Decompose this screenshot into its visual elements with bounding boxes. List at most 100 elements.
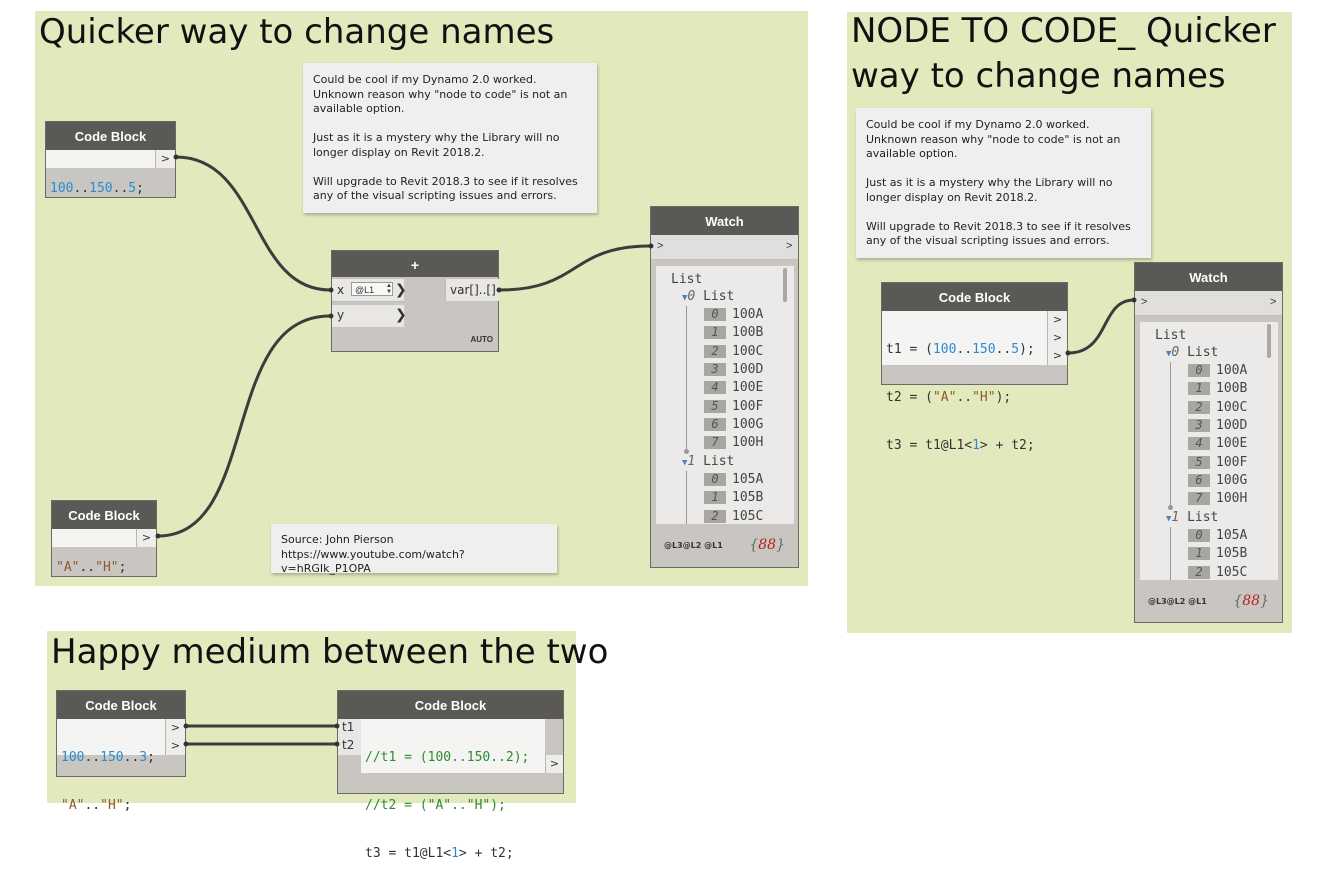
input-label-t2: t2: [342, 738, 355, 752]
output-port[interactable]: >: [545, 755, 563, 773]
code-operator: ..: [123, 750, 140, 765]
lacing-level-field[interactable]: @L1: [351, 282, 393, 296]
output-port[interactable]: >: [1047, 311, 1067, 329]
input-port-t2[interactable]: [338, 737, 361, 755]
note-comment[interactable]: Could be cool if my Dynamo 2.0 worked. U…: [303, 63, 597, 213]
list-levels: @L3@L2 @L1: [1148, 597, 1207, 606]
item-value: 100G: [732, 416, 764, 432]
output-port[interactable]: >: [786, 240, 793, 252]
code-block-node-ranges[interactable]: Code Block 100..150..3; "A".."H"; > >: [56, 690, 186, 813]
code-block-node-range-letters[interactable]: Code Block "A".."H"; >: [51, 500, 157, 577]
item-value: 100B: [732, 325, 764, 341]
item-value: 100C: [1216, 399, 1248, 415]
collapse-triangle-icon[interactable]: ▼: [682, 293, 688, 303]
code-line: "A".."H";: [52, 559, 136, 577]
tree-node-sublist[interactable]: ▼1 List: [682, 454, 734, 470]
code-number: 150: [89, 181, 113, 196]
sublist-label: List: [1187, 510, 1219, 525]
code-number: 5: [128, 181, 137, 196]
item-value: 100B: [1216, 381, 1248, 397]
code-text: > + t2;: [458, 846, 514, 861]
input-port-y[interactable]: [332, 305, 404, 327]
note-paragraph: Just as it is a mystery why the Library …: [313, 131, 560, 159]
output-port[interactable]: >: [165, 737, 185, 755]
item-index: 1: [704, 326, 726, 340]
tree-guide-line: [1170, 527, 1171, 580]
item-index: 1: [1188, 382, 1210, 396]
code-block-node-range-numbers[interactable]: Code Block 100..150..5; >: [45, 121, 176, 198]
list-item: 1 100B: [1188, 381, 1247, 397]
chevron-right-icon: ❯: [395, 281, 407, 297]
code-block-node-to-code[interactable]: Code Block t1 = (100..150..5); t2 = ("A"…: [881, 282, 1068, 453]
add-node[interactable]: + x @L1 ▲▼ ❯ y ❯ var[]..[] AUTO: [331, 250, 499, 352]
item-index: 0: [1188, 529, 1210, 542]
output-port[interactable]: >: [1047, 347, 1067, 365]
collapse-triangle-icon[interactable]: ▼: [682, 458, 688, 468]
item-value: 100C: [732, 343, 764, 359]
output-port[interactable]: >: [165, 719, 185, 737]
node-title[interactable]: Code Block: [338, 691, 563, 719]
item-value: 105C: [1216, 564, 1248, 580]
node-title[interactable]: Code Block: [57, 691, 185, 719]
code-block-node-with-inputs[interactable]: Code Block t1 t2 //t1 = (100..150..2); /…: [337, 690, 564, 861]
code-number: 3: [139, 750, 148, 765]
level-spinner-icon[interactable]: ▲▼: [386, 283, 392, 295]
code-editor[interactable]: "A".."H";: [52, 529, 136, 575]
item-value: 100F: [1216, 454, 1248, 470]
input-port[interactable]: >: [1141, 296, 1148, 308]
source-note[interactable]: Source: John Pierson https://www.youtube…: [271, 524, 557, 575]
node-title[interactable]: +: [332, 251, 498, 277]
input-port[interactable]: >: [657, 240, 664, 252]
group-title: NODE TO CODE_ Quicker way to change name…: [851, 11, 1276, 96]
output-port[interactable]: >: [1047, 329, 1067, 347]
scrollbar[interactable]: [783, 268, 787, 302]
code-line: 100..150..5;: [46, 180, 155, 198]
code-string: "H": [100, 798, 124, 813]
code-editor[interactable]: t1 = (100..150..5); t2 = ("A".."H"); t3 …: [882, 311, 1047, 453]
group-title: Quicker way to change names: [39, 12, 555, 52]
source-author: Source: John Pierson: [281, 533, 394, 546]
node-title[interactable]: Watch: [1135, 263, 1282, 291]
output-port[interactable]: >: [155, 150, 175, 168]
code-editor[interactable]: 100..150..5;: [46, 150, 155, 196]
sublist-label: List: [703, 289, 735, 304]
input-label-t1: t1: [342, 720, 355, 734]
code-text: t2 = (: [886, 390, 933, 405]
wire-add-to-watch: [499, 244, 651, 292]
item-index: 0: [704, 308, 726, 321]
item-value: 100E: [1216, 436, 1248, 452]
note-comment[interactable]: Could be cool if my Dynamo 2.0 worked. U…: [856, 108, 1151, 258]
input-label-x: x: [337, 283, 345, 297]
output-port[interactable]: >: [136, 529, 156, 547]
collapse-triangle-icon[interactable]: ▼: [1166, 349, 1172, 359]
sublist-label: List: [703, 454, 735, 469]
code-operator: ..: [84, 798, 101, 813]
node-title[interactable]: Code Block: [52, 501, 156, 529]
item-value: 100E: [732, 380, 764, 396]
output-port-var[interactable]: [445, 279, 499, 301]
code-string: "A": [56, 560, 80, 575]
source-url: https://www.youtube.com/watch?v=hRGIk_P1…: [281, 547, 465, 576]
item-index: 2: [704, 509, 726, 523]
code-text: t1 = (: [886, 342, 933, 357]
node-title[interactable]: Code Block: [46, 122, 175, 150]
scrollbar[interactable]: [1267, 324, 1271, 358]
node-title[interactable]: Code Block: [882, 283, 1067, 311]
tree-node-sublist[interactable]: ▼0 List: [1166, 345, 1218, 361]
node-title[interactable]: Watch: [651, 207, 798, 235]
collapse-triangle-icon[interactable]: ▼: [1166, 514, 1172, 524]
chevron-right-icon: ❯: [395, 306, 407, 322]
output-port[interactable]: >: [1270, 296, 1277, 308]
tree-node-sublist[interactable]: ▼1 List: [1166, 510, 1218, 526]
code-operator: ..: [956, 342, 973, 357]
tree-node-sublist[interactable]: ▼0 List: [682, 289, 734, 305]
code-editor[interactable]: 100..150..3; "A".."H";: [57, 719, 165, 813]
